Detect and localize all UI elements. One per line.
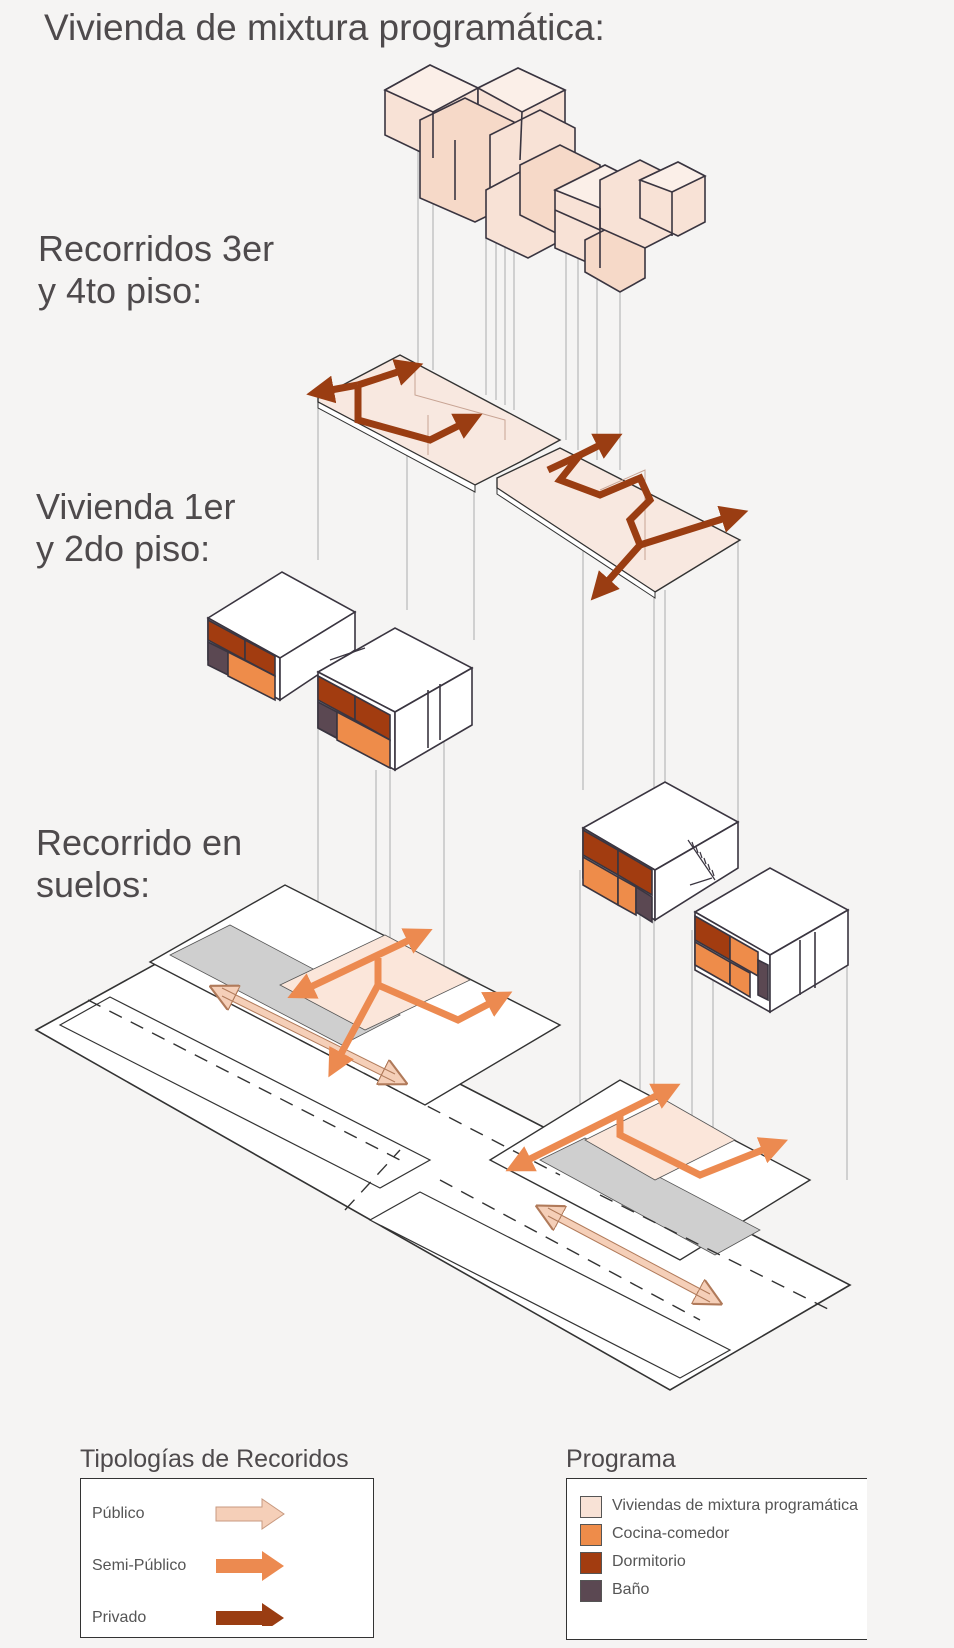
section-label-ground: Recorrido en suelos: bbox=[36, 822, 243, 906]
legend-item-dormitorio: Dormitorio bbox=[612, 1553, 686, 1570]
section-label-floors-1-2: Vivienda 1er y 2do piso: bbox=[36, 486, 236, 570]
legend-item-bano: Baño bbox=[612, 1581, 650, 1598]
legend-programa-box bbox=[566, 1478, 867, 1640]
mixed-use-volume bbox=[383, 64, 707, 293]
housing-units-right bbox=[581, 781, 850, 1014]
legend-item-publico: Público bbox=[92, 1505, 145, 1522]
legend-item-privado: Privado bbox=[92, 1609, 147, 1626]
legend-item-semi-publico: Semi-Público bbox=[92, 1557, 187, 1574]
swatch-viviendas-icon bbox=[580, 1496, 602, 1518]
arrow-semi-publico-icon bbox=[216, 1551, 284, 1581]
swatch-cocina-icon bbox=[580, 1524, 602, 1546]
legend-arrows bbox=[215, 1498, 285, 1626]
stairs bbox=[329, 647, 716, 886]
swatch-dormitorio-icon bbox=[580, 1552, 602, 1574]
swatch-bano-icon bbox=[580, 1580, 602, 1602]
legend-item-viviendas: Viviendas de mixtura programática bbox=[612, 1497, 859, 1514]
diagram-title: Vivienda de mixtura programática: bbox=[44, 7, 605, 48]
arrow-privado-icon bbox=[216, 1603, 284, 1626]
private-circulation-arrows bbox=[306, 359, 749, 601]
upper-floor-slab bbox=[317, 354, 742, 599]
public-circulation-arrows bbox=[222, 992, 710, 1298]
housing-units-left bbox=[206, 571, 474, 772]
section-label-floors-3-4: Recorridos 3er y 4to piso: bbox=[38, 228, 275, 312]
legend-recorridos-title: Tipologías de Recoridos bbox=[80, 1445, 349, 1473]
legend-programa-title: Programa bbox=[566, 1445, 676, 1473]
semi-public-circulation-arrows bbox=[287, 928, 788, 1179]
arrow-publico-icon bbox=[215, 1498, 285, 1530]
legend-item-cocina: Cocina-comedor bbox=[612, 1525, 730, 1542]
